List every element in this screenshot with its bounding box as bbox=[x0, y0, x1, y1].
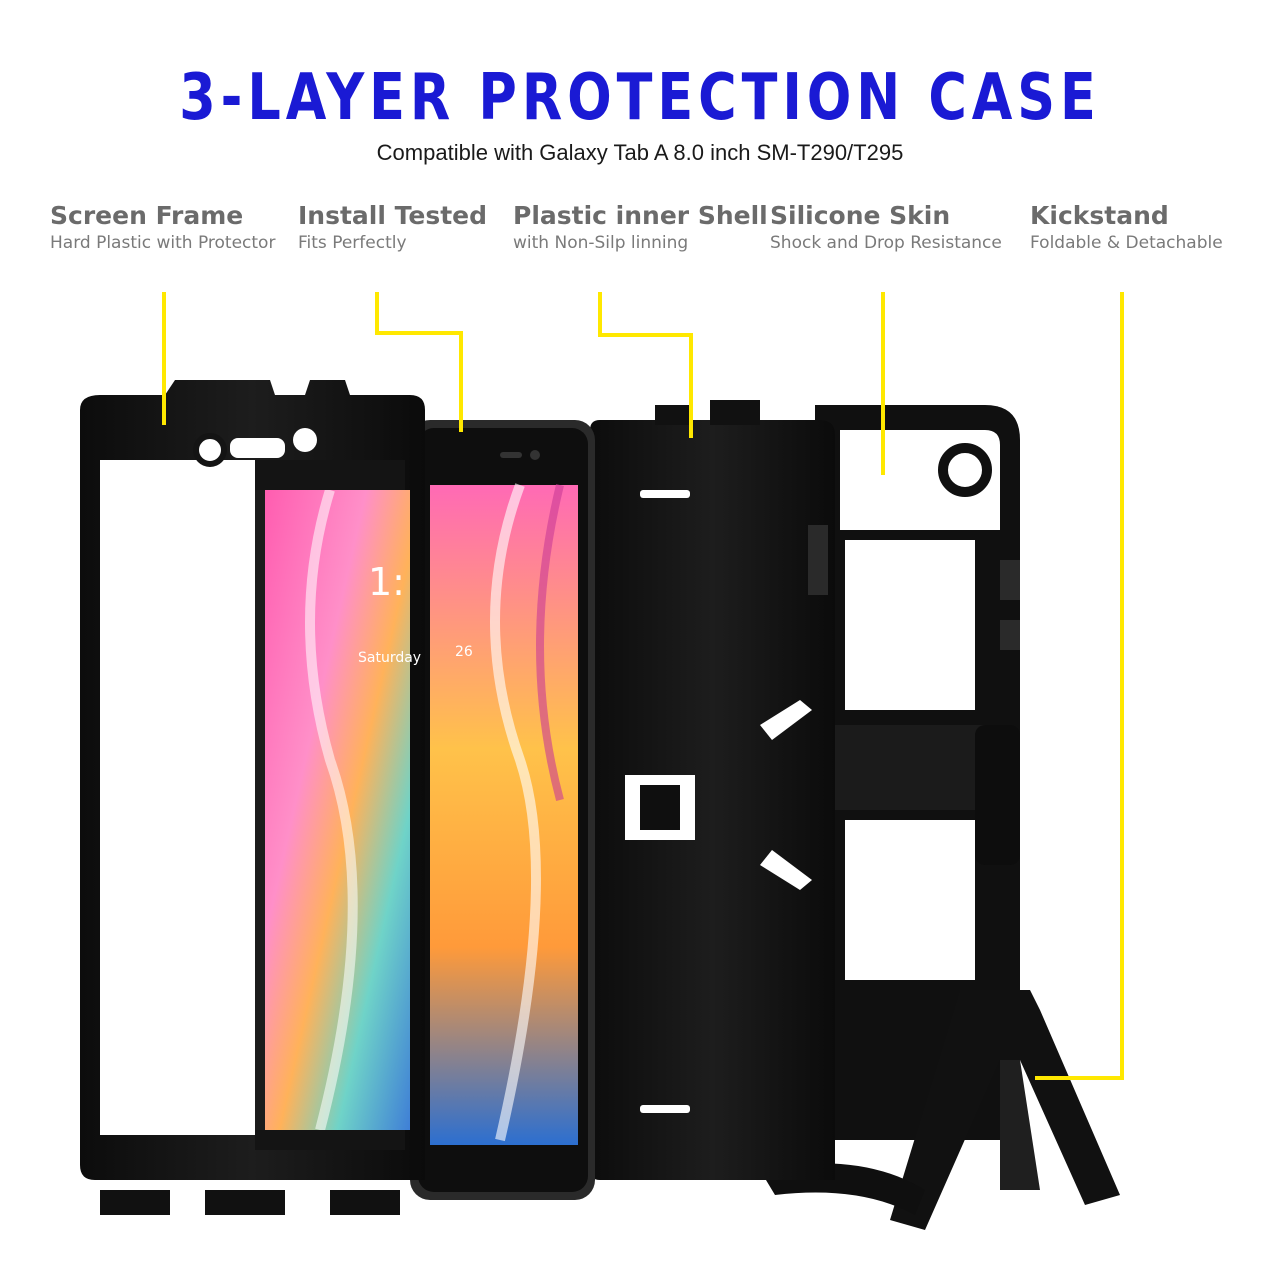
headline-title: 3-LAYER PROTECTION CASE bbox=[179, 61, 1101, 135]
tablet-date-right: 26 bbox=[455, 644, 473, 660]
callout-line-install-tested bbox=[375, 292, 463, 432]
feature-silicone-skin: Silicone Skin Shock and Drop Resistance bbox=[770, 200, 1002, 254]
feature-name: Silicone Skin bbox=[770, 201, 951, 230]
feature-description: Foldable & Detachable bbox=[1030, 233, 1223, 253]
feature-name: Plastic inner Shell bbox=[513, 201, 768, 230]
feature-description: Shock and Drop Resistance bbox=[770, 233, 1002, 253]
callout-line-inner-shell bbox=[598, 292, 693, 438]
feature-description: Hard Plastic with Protector bbox=[50, 233, 276, 253]
tablet-date-left: Saturday bbox=[358, 650, 421, 666]
feature-name: Install Tested bbox=[298, 201, 488, 230]
inner-shell-layer bbox=[590, 400, 835, 1180]
feature-inner-shell: Plastic inner Shell with Non-Silp linnin… bbox=[513, 200, 768, 254]
feature-name: Kickstand bbox=[1030, 201, 1169, 230]
compatibility-subtitle: Compatible with Galaxy Tab A 8.0 inch SM… bbox=[376, 140, 904, 165]
feature-description: with Non-Silp linning bbox=[513, 233, 689, 253]
callout-lines bbox=[162, 292, 1124, 1080]
feature-kickstand: Kickstand Foldable & Detachable bbox=[1030, 200, 1223, 254]
feature-screen-frame: Screen Frame Hard Plastic with Protector bbox=[50, 200, 275, 254]
tablet-device bbox=[410, 420, 595, 1200]
feature-description: Fits Perfectly bbox=[298, 233, 407, 253]
tablet-clock: 1: bbox=[368, 560, 405, 604]
feature-install-tested: Install Tested Fits Perfectly bbox=[298, 200, 487, 254]
feature-name: Screen Frame bbox=[50, 201, 244, 230]
callout-line-kickstand bbox=[1035, 292, 1124, 1080]
screen-frame-layer bbox=[80, 380, 425, 1215]
silicone-skin-layer bbox=[815, 405, 1020, 1140]
